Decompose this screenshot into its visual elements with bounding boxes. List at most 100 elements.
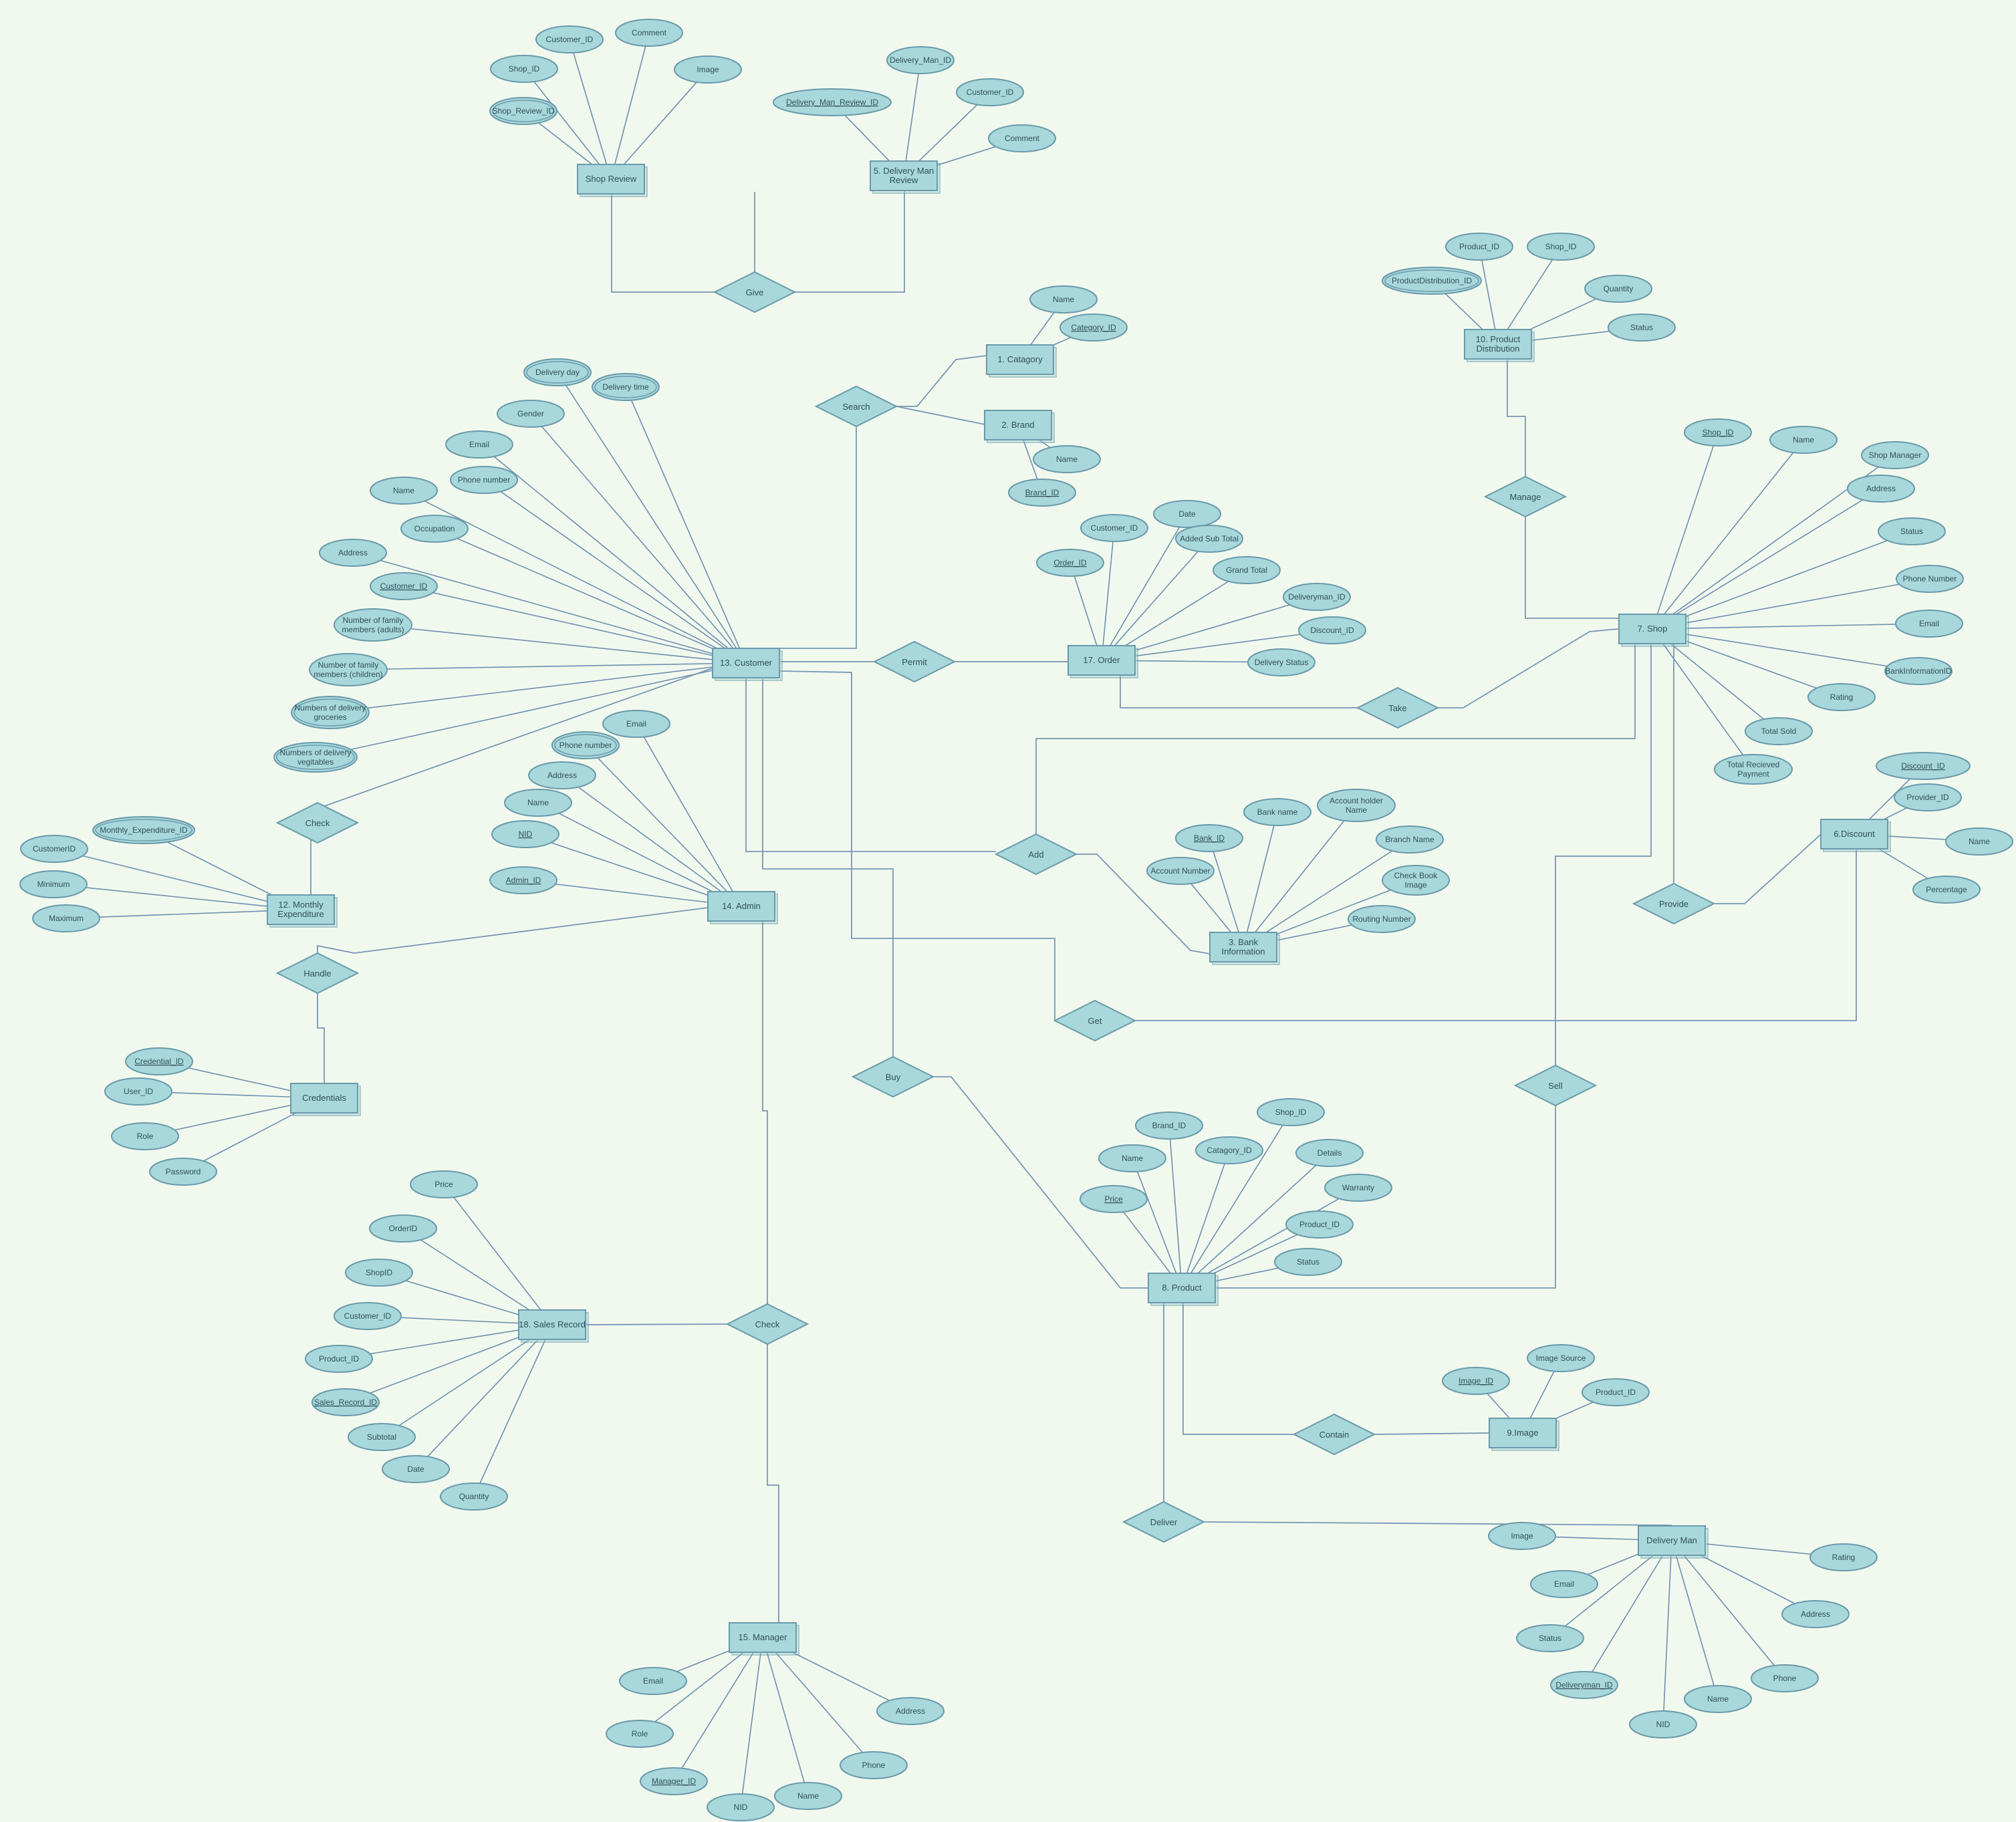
product-attr-brand-id[interactable]: Brand_ID: [1135, 1112, 1203, 1140]
discount-attr-percentage[interactable]: Percentage: [1912, 876, 1981, 904]
brand-attr-brand-id[interactable]: Brand_ID: [1008, 479, 1076, 507]
product-attr-status[interactable]: Status: [1274, 1248, 1342, 1276]
credentials-attr-role[interactable]: Role: [111, 1122, 179, 1150]
shop-attr-phone-number[interactable]: Phone Number: [1896, 565, 1964, 593]
admin-attr-name[interactable]: Name: [504, 789, 572, 817]
relationship-buy[interactable]: Buy: [851, 1055, 935, 1098]
entity-order[interactable]: 17. Order: [1067, 645, 1138, 678]
image-attr-image-source[interactable]: Image Source: [1527, 1344, 1595, 1372]
manager-attr-nid[interactable]: NID: [707, 1793, 775, 1821]
product-attr-warranty[interactable]: Warranty: [1324, 1174, 1392, 1202]
shop-attr-shop-id[interactable]: Shop_ID: [1684, 418, 1752, 446]
sales-record-attr-product-id[interactable]: Product_ID: [305, 1345, 373, 1373]
shop-attr-bankinformationid[interactable]: BankInformationID: [1884, 657, 1952, 685]
customer-attr-phone-number[interactable]: Phone number: [450, 466, 518, 494]
delivery-man-attr-rating[interactable]: Rating: [1809, 1543, 1878, 1571]
delivery-man-attr-name[interactable]: Name: [1684, 1685, 1752, 1713]
sales-record-attr-date[interactable]: Date: [382, 1455, 450, 1483]
product-distribution-attr-shop-id[interactable]: Shop_ID: [1527, 233, 1595, 261]
manager-attr-manager-id[interactable]: Manager_ID: [640, 1767, 708, 1795]
sales-record-attr-subtotal[interactable]: Subtotal: [348, 1423, 416, 1451]
admin-attr-nid[interactable]: NID: [491, 820, 559, 848]
customer-attr-customer-id[interactable]: Customer_ID: [370, 572, 438, 600]
manager-attr-phone[interactable]: Phone: [840, 1751, 908, 1779]
product-distribution-attr-product-id[interactable]: Product_ID: [1445, 233, 1513, 261]
customer-attr-email[interactable]: Email: [445, 430, 513, 459]
shop-attr-email[interactable]: Email: [1895, 610, 1963, 638]
delivery-man-attr-address[interactable]: Address: [1781, 1600, 1850, 1628]
product-attr-details[interactable]: Details: [1295, 1139, 1364, 1167]
relationship-handle[interactable]: Handle: [275, 952, 360, 995]
entity-product-distribution[interactable]: 10. ProductDistribution: [1464, 329, 1535, 362]
entity-delivery-man[interactable]: Delivery Man: [1638, 1525, 1709, 1559]
manager-attr-name[interactable]: Name: [774, 1782, 842, 1810]
credentials-attr-password[interactable]: Password: [149, 1158, 217, 1186]
order-attr-deliveryman-id[interactable]: Deliveryman_ID: [1283, 583, 1351, 611]
delivery-man-attr-image[interactable]: Image: [1488, 1522, 1556, 1550]
sales-record-attr-sales-record-id[interactable]: Sales_Record_ID: [311, 1388, 380, 1416]
monthly-expenditure-attr-maximum[interactable]: Maximum: [32, 904, 100, 932]
product-attr-name[interactable]: Name: [1098, 1144, 1166, 1172]
order-attr-date[interactable]: Date: [1153, 500, 1221, 528]
shop-attr-shop-manager[interactable]: Shop Manager: [1861, 441, 1929, 469]
shop-review-attr-shop-id[interactable]: Shop_ID: [490, 55, 558, 83]
credentials-attr-user-id[interactable]: User_ID: [104, 1077, 172, 1105]
sales-record-attr-price[interactable]: Price: [410, 1170, 478, 1198]
entity-shop-review[interactable]: Shop Review: [577, 164, 648, 197]
customer-attr-gender[interactable]: Gender: [497, 400, 565, 428]
monthly-expenditure-attr-customerid[interactable]: CustomerID: [20, 835, 88, 863]
delivery-man-attr-deliveryman-id[interactable]: Deliveryman_ID: [1550, 1671, 1618, 1699]
shop-review-attr-comment[interactable]: Comment: [615, 19, 683, 47]
relationship-deliver[interactable]: Deliver: [1122, 1501, 1206, 1543]
shop-review-attr-shop-review-id[interactable]: Shop_Review_ID: [489, 97, 557, 125]
bank-information-attr-routing-number[interactable]: Routing Number: [1348, 905, 1416, 933]
delivery-man-attr-email[interactable]: Email: [1530, 1570, 1598, 1598]
admin-attr-admin-id[interactable]: Admin_ID: [489, 866, 557, 894]
order-attr-grand-total[interactable]: Grand Total: [1213, 556, 1281, 584]
sales-record-attr-orderid[interactable]: OrderID: [369, 1214, 437, 1243]
relationship-check-customer[interactable]: Check: [275, 801, 360, 844]
entity-admin[interactable]: 14. Admin: [707, 891, 778, 924]
category-attr-category-id[interactable]: Category_ID: [1059, 313, 1128, 342]
relationship-get[interactable]: Get: [1053, 999, 1137, 1042]
entity-credentials[interactable]: Credentials: [290, 1083, 361, 1116]
delivery-man-review-attr-delivery-man-review-id[interactable]: Delivery_Man_Review_ID: [773, 88, 892, 116]
manager-attr-email[interactable]: Email: [619, 1667, 687, 1695]
discount-attr-name[interactable]: Name: [1945, 827, 2013, 856]
delivery-man-attr-status[interactable]: Status: [1516, 1624, 1584, 1652]
relationship-search[interactable]: Search: [814, 385, 898, 428]
bank-information-attr-bank-name[interactable]: Bank name: [1243, 798, 1311, 826]
entity-customer[interactable]: 13. Customer: [712, 648, 783, 681]
shop-review-attr-image[interactable]: Image: [674, 55, 742, 84]
entity-sales-record[interactable]: 18. Sales Record: [518, 1309, 589, 1343]
bank-information-attr-account-number[interactable]: Account Number: [1146, 857, 1215, 885]
delivery-man-attr-phone[interactable]: Phone: [1751, 1664, 1819, 1692]
customer-attr-name[interactable]: Name: [370, 477, 438, 505]
product-attr-catagory-id[interactable]: Catagory_ID: [1195, 1136, 1263, 1164]
monthly-expenditure-attr-minimum[interactable]: Minimum: [19, 870, 88, 898]
relationship-contain[interactable]: Contain: [1292, 1413, 1376, 1456]
discount-attr-provider-id[interactable]: Provider_ID: [1894, 783, 1962, 811]
delivery-man-review-attr-comment[interactable]: Comment: [988, 124, 1056, 152]
entity-bank-information[interactable]: 3. BankInformation: [1209, 932, 1280, 965]
admin-attr-email[interactable]: Email: [602, 710, 670, 738]
shop-review-attr-customer-id[interactable]: Customer_ID: [535, 25, 604, 53]
customer-attr-delivery-time[interactable]: Delivery time: [592, 373, 660, 401]
product-distribution-attr-status[interactable]: Status: [1608, 313, 1676, 342]
relationship-permit[interactable]: Permit: [872, 640, 957, 683]
relationship-give[interactable]: Give: [713, 271, 797, 313]
shop-attr-status[interactable]: Status: [1878, 517, 1946, 545]
product-distribution-attr-productdistribution-id[interactable]: ProductDistribution_ID: [1382, 267, 1482, 295]
relationship-manage[interactable]: Manage: [1483, 475, 1567, 518]
customer-attr-address[interactable]: Address: [319, 539, 387, 567]
discount-attr-discount-id[interactable]: Discount_ID: [1876, 752, 1971, 780]
entity-product[interactable]: 8. Product: [1148, 1273, 1219, 1306]
sales-record-attr-customer-id[interactable]: Customer_ID: [334, 1302, 402, 1330]
order-attr-discount-id[interactable]: Discount_ID: [1298, 616, 1366, 644]
relationship-provide[interactable]: Provide: [1632, 882, 1716, 925]
